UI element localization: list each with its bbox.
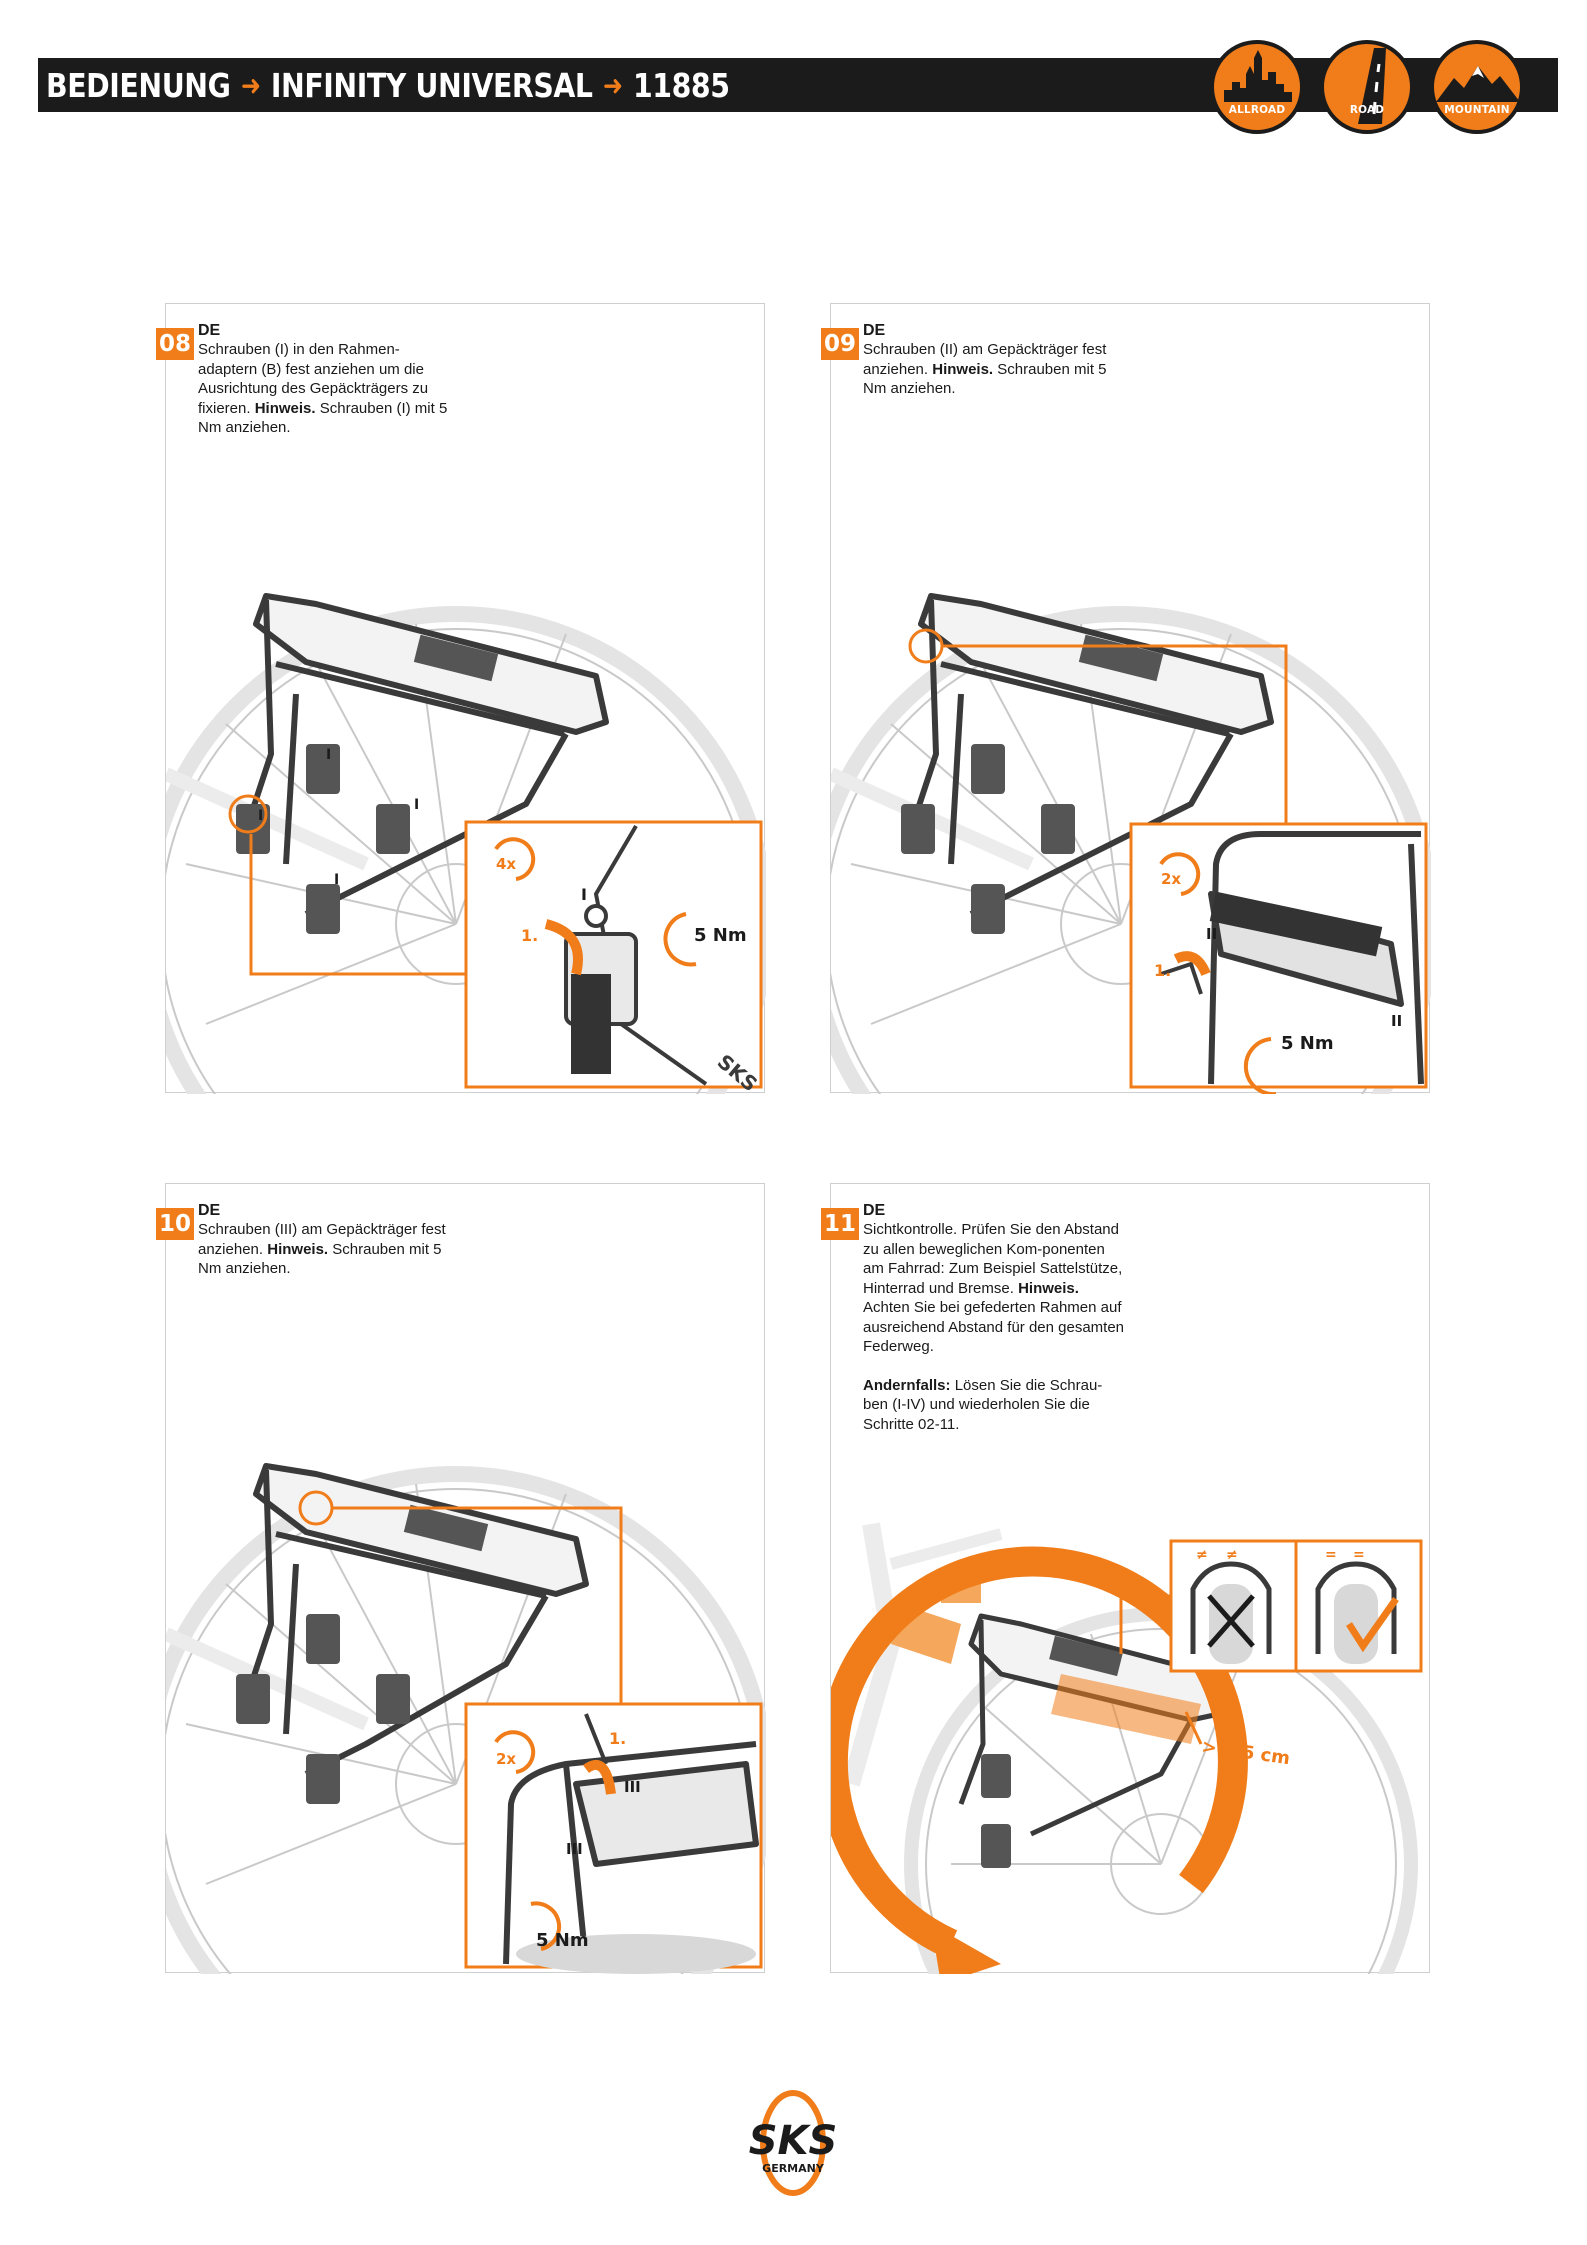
hint-text: Schrauben mit 5 Nm anziehen. [198,1240,442,1278]
hint-label: Hinweis. [932,360,994,378]
step-number: 10 [156,1208,194,1240]
otherwise-label: Andernfalls: [863,1376,951,1394]
not-equal-sign: ≠ [1226,1547,1238,1563]
badge-mountain: MOUNTAIN [1430,40,1524,134]
usage-badges: ALLROAD ROAD MOUNTAIN [1210,40,1524,134]
title-part-article-number: 11885 [632,65,730,105]
step-11-illustration: > 1,5 cm ≠ ≠ = = [831,1522,1423,1974]
arrow-icon: ➜ [240,68,261,102]
step-instructions: DE Schrauben (II) am Gepäckträger fest a… [863,322,1123,399]
equal-sign: = [1325,1547,1337,1563]
screw-marker: I [414,797,419,813]
title-part-product: INFINITY UNIVERSAL [270,65,593,105]
hint-text: Schrauben (I) mit 5 Nm anziehen. [198,399,448,437]
torque-label: 5 Nm [694,925,747,946]
hint-label: Hinweis. [254,399,316,417]
step-instructions: DE Sichtkontrolle. Prüfen Sie den Abstan… [863,1202,1125,1434]
step-marker: 1. [609,1729,626,1748]
screw-label: III [624,1778,641,1796]
hint-label: Hinweis. [1018,1279,1079,1297]
screw-marker: I [334,872,339,888]
step-marker: 1. [1154,961,1171,980]
step-09-illustration: 2x 1. 5 Nm II II [831,593,1431,1094]
document-title: BEDIENUNG ➜ INFINITY UNIVERSAL ➜ 11885 [46,64,730,106]
step-panel-11: > 1,5 cm ≠ ≠ = = 11 DE Sichtkontrolle. P… [821,1183,1430,1974]
header-bar: BEDIENUNG ➜ INFINITY UNIVERSAL ➜ 11885 A… [38,40,1558,134]
hint-label: Hinweis. [267,1240,329,1258]
hint-text: Achten Sie bei gefederten Rahmen auf aus… [863,1299,1125,1355]
step-panel-10: 2x 1. 5 Nm III III 10 DE Schrauben (III)… [156,1183,766,1974]
count-label: 2x [496,1750,516,1768]
language-code: DE [198,1202,221,1219]
screw-label: II [1391,1012,1402,1030]
sks-logo: SKS GERMANY [749,2090,838,2196]
brand-subline: GERMANY [762,2162,825,2175]
road-icon [1358,48,1386,124]
not-equal-sign: ≠ [1196,1547,1208,1563]
step-panel-09: 2x 1. 5 Nm II II 09 DE Schrauben (II) am… [821,303,1431,1094]
step-number: 09 [821,328,859,360]
step-10-illustration: 2x 1. 5 Nm III III [166,1463,766,1974]
badge-road: ROAD [1320,40,1414,134]
city-skyline-icon [1224,50,1292,102]
otherwise-text: Lösen Sie die Schrau-ben (I-IV) und wied… [863,1376,1103,1433]
step-panel-08: 4x 1. 5 Nm I SKS I I I I 08 DE Schrauben… [156,303,766,1094]
language-code: DE [198,322,221,339]
badge-allroad: ALLROAD [1210,40,1304,134]
brand-wordmark: SKS [749,2118,838,2164]
badge-label: MOUNTAIN [1444,104,1510,116]
mountain-icon [1436,66,1520,102]
count-label: 4x [496,855,516,873]
step-number: 11 [821,1208,859,1240]
torque-label: 5 Nm [1281,1033,1334,1054]
badge-label: ROAD [1349,104,1385,116]
step-marker: 1. [521,926,538,945]
badge-label: ALLROAD [1228,104,1286,116]
screw-label: III [566,1840,583,1858]
screw-label: II [1206,925,1217,943]
title-part-operation: BEDIENUNG [46,65,231,105]
equal-sign: = [1353,1547,1365,1563]
hint-text: Schrauben mit 5 Nm anziehen. [863,360,1107,398]
count-label: 2x [1161,870,1181,888]
step-instructions: DE Schrauben (I) in den Rahmen-adaptern … [198,322,458,438]
screw-marker: I [326,747,331,763]
instruction-text: Schrauben (III) am Gepäckträger fest anz… [198,1221,446,1258]
instruction-text: Schrauben (I) in den Rahmen-adaptern (B)… [198,341,429,417]
step-08-illustration: 4x 1. 5 Nm I SKS I I I I [166,593,766,1094]
step-instructions: DE Schrauben (III) am Gepäckträger fest … [198,1202,458,1279]
instruction-text: Sichtkontrolle. Prüfen Sie den Abstand z… [863,1221,1123,1297]
instruction-text: Schrauben (II) am Gepäckträger fest anzi… [863,341,1107,378]
torque-label: 5 Nm [536,1930,589,1951]
screw-marker: I [258,808,263,824]
language-code: DE [863,1202,886,1219]
step-number: 08 [156,328,194,360]
screw-label: I [581,885,587,904]
arrow-icon: ➜ [602,68,623,102]
language-code: DE [863,322,886,339]
